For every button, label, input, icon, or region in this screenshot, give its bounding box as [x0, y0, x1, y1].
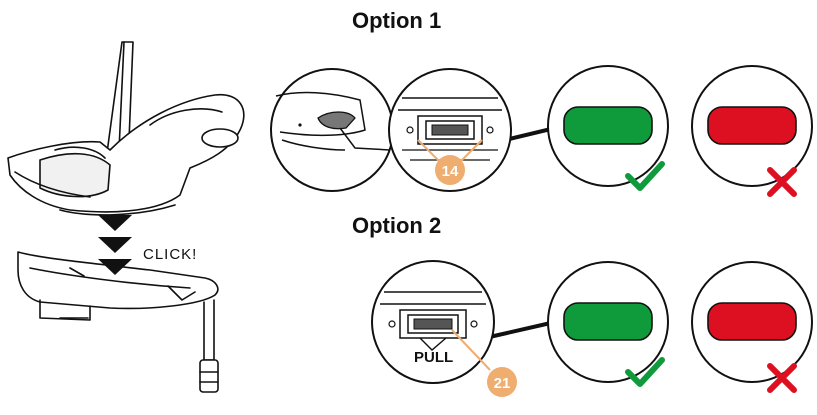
click-label: CLICK!: [143, 246, 197, 263]
svg-text:14: 14: [442, 163, 459, 180]
badge-14: 14: [435, 155, 465, 185]
option-2-heading: Option 2: [352, 213, 441, 239]
indicator-correct-option-1: [548, 66, 668, 186]
pull-label: PULL: [414, 349, 453, 366]
svg-text:21: 21: [494, 375, 511, 392]
connector-line-2: [485, 322, 555, 338]
badge-21: 21: [487, 367, 517, 397]
option-1-heading: Option 1: [352, 8, 441, 34]
indicator-correct-option-2: [548, 262, 668, 382]
detail-circle-latch: [271, 69, 393, 191]
